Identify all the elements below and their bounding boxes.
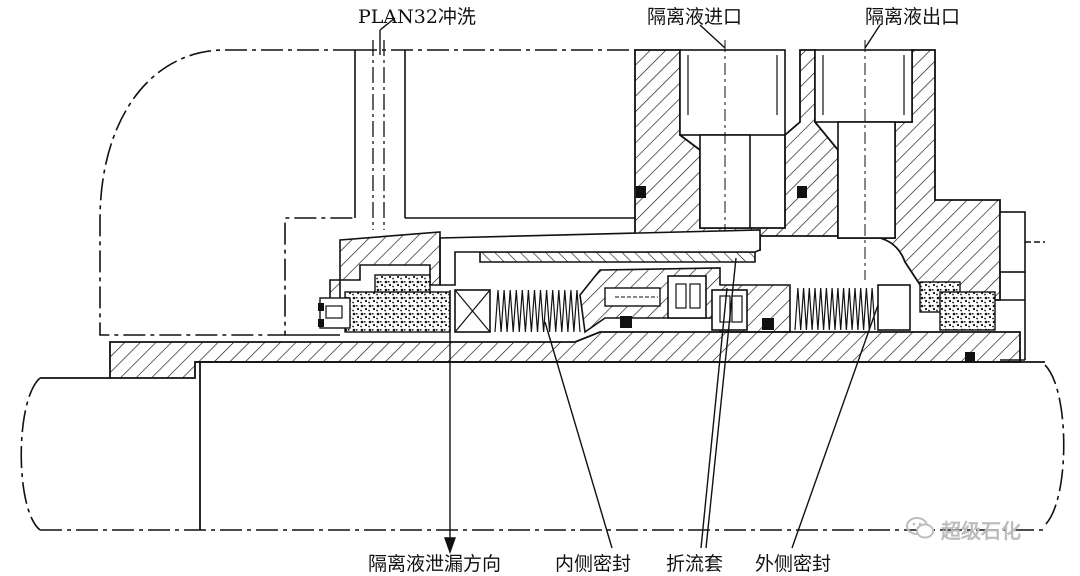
baffle-sleeve-part <box>439 229 761 286</box>
inner-spring <box>494 289 581 333</box>
label-inner-seal: 内侧密封 <box>555 553 632 575</box>
casing-outline <box>20 49 1065 531</box>
wechat-icon <box>906 517 934 539</box>
outer-spring <box>794 287 876 331</box>
gland-bolt <box>999 211 1045 361</box>
inner-seal-housing <box>318 231 491 333</box>
flush-passage <box>372 40 385 230</box>
shaft <box>40 361 1045 530</box>
casing-structure <box>285 50 635 336</box>
label-baffle-sleeve: 折流套 <box>666 553 724 575</box>
label-leak-direction: 隔离液泄漏方向 <box>368 553 502 575</box>
leader-lines <box>379 17 881 555</box>
watermark: 超级石化 <box>905 512 1075 544</box>
label-barrier-inlet: 隔离液进口 <box>647 6 743 28</box>
drive-collar <box>579 267 791 334</box>
label-outer-seal: 外侧密封 <box>755 553 832 575</box>
shaft-sleeve <box>109 331 1021 379</box>
label-plan32-flush: PLAN32冲洗 <box>358 6 476 28</box>
label-barrier-outlet: 隔离液出口 <box>865 6 961 28</box>
watermark-text: 超级石化 <box>941 519 1021 543</box>
